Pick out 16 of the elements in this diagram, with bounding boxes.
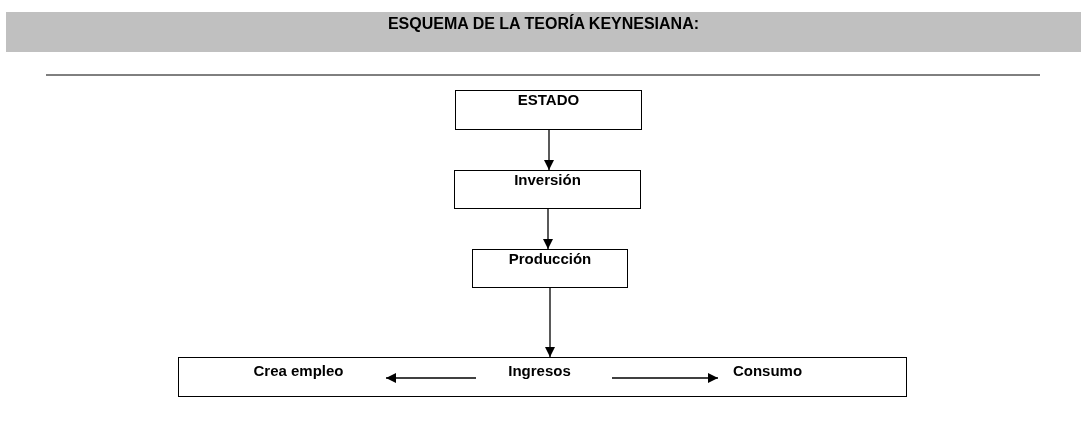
node-label: Crea empleo <box>253 361 344 379</box>
process-box <box>454 170 641 209</box>
node-label: Inversión <box>514 171 581 188</box>
node-label: Consumo <box>732 361 803 379</box>
node-label: Producción <box>508 250 592 267</box>
title: ESQUEMA DE LA TEORÍA KEYNESIANA: <box>387 15 700 32</box>
process-box <box>455 90 642 130</box>
arrow <box>611 373 719 383</box>
node-label: ESTADO <box>517 91 580 108</box>
arrow <box>543 208 553 250</box>
arrow <box>544 129 554 171</box>
process-box <box>472 249 628 288</box>
node-label: Ingresos <box>508 361 571 379</box>
container-box <box>178 357 907 397</box>
arrow <box>545 287 555 358</box>
arrow <box>385 373 477 383</box>
